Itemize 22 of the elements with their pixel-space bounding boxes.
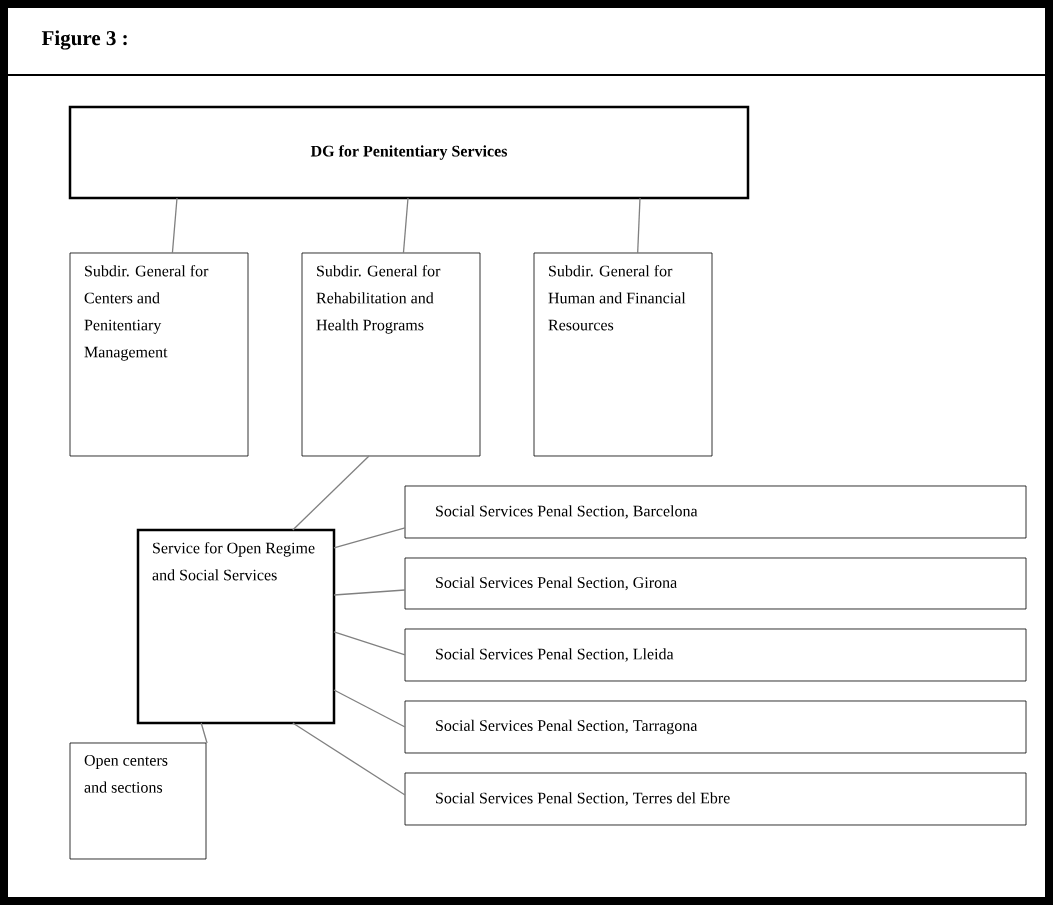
connector-line (171, 197, 178, 254)
subdirectorate-box: Subdir. General for Human and Financial Resources (533, 252, 713, 457)
figure-title: Figure 3 : (41, 30, 127, 50)
department-box: DG for Penitentiary Services (68, 105, 750, 200)
section-box: Social Services Penal Section, Girona (404, 557, 1027, 610)
section-box: Social Services Penal Section, Lleida (404, 628, 1027, 682)
section-box: Social Services Penal Section, Barcelona (404, 485, 1027, 539)
subdirectorate-box: Subdir. General for Centers and Penitentiary Management (69, 252, 249, 457)
connector-line (637, 197, 641, 254)
connector-line (333, 689, 406, 728)
connector-line (200, 722, 208, 744)
connector-line (333, 631, 406, 656)
section-box: Social Services Penal Section, Tarragona (404, 700, 1027, 754)
subdirectorate-box: Subdir. General for Rehabilitation and Health Programs (301, 252, 481, 457)
connector-line (402, 197, 409, 254)
connector-line (292, 455, 370, 531)
section-box: Social Services Penal Section, Terres del Ebre (404, 772, 1027, 826)
connector-line (333, 589, 406, 596)
connector-line (292, 722, 406, 796)
unit-box: Open centers and sections (69, 742, 207, 860)
connector-line (333, 527, 406, 549)
service-box: Service for Open Regime and Social Services (136, 528, 336, 725)
